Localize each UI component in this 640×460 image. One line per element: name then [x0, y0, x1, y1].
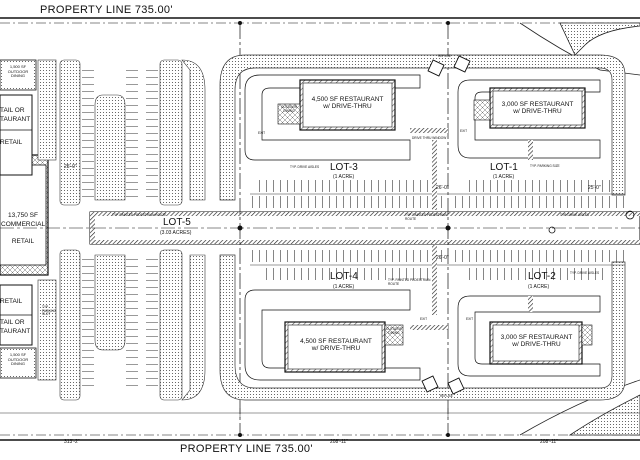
- building-lot3-line1: 4,500 SF RESTAURANT: [311, 96, 384, 103]
- property-line-bottom-label: PROPERTY LINE 735.00': [180, 443, 313, 455]
- building-lot1-label: 3,000 SF RESTAURANT w/ DRIVE-THRU: [495, 101, 580, 116]
- dimension-lines: [0, 408, 640, 418]
- outdoor-dining-top-line1: 1,500 SF: [9, 64, 27, 69]
- outdoor-dining-top-line3: DINING: [11, 73, 25, 79]
- exit-note-lot2: EXIT: [466, 317, 474, 321]
- pedestrian-route-note-south: TYP. PAINTED PEDESTRIAN ROUTE: [388, 278, 431, 286]
- exit-note-lot4: EXIT: [420, 317, 428, 321]
- tenant-bottom-line3: TAURANT: [0, 327, 31, 335]
- building-lot1-line1: 3,000 SF RESTAURANT: [501, 101, 574, 108]
- outdoor-dining-bottom-line1: 1,500 SF: [9, 352, 27, 357]
- typ-parking-slot-note: TYP. PARKING SLOT: [42, 305, 57, 317]
- refuse-enclosures: [421, 55, 471, 395]
- road-bottom-right: [568, 394, 640, 436]
- refuse-note-bottom: REFUSE: [440, 394, 453, 398]
- building-lot4-label: 4,500 SF RESTAURANT w/ DRIVE-THRU: [292, 338, 380, 353]
- outdoor-dining-top-label: 1,500 SF OUTDOOR DINING: [4, 64, 32, 79]
- exit-note-lot1: EXIT: [460, 129, 468, 133]
- aisle-dim-south: 26'-0": [436, 255, 449, 261]
- lot4-label: LOT-4: [330, 271, 358, 282]
- tenant-top-line3: RETAIL: [0, 138, 23, 146]
- lot1-area: (1 ACRE): [493, 174, 515, 180]
- parking-lot5: [59, 59, 206, 401]
- retail-building-line1: 13,750 SF: [8, 212, 38, 219]
- building-lot4-line2: w/ DRIVE-THRU: [311, 345, 361, 353]
- retail-building-label: 13,750 SF COMMERCIAL RETAIL: [1, 212, 45, 246]
- outdoor-dining-lot3-note: OUTDOOR DINING: [280, 105, 298, 113]
- radius-dim-left: 25'-0": [64, 164, 77, 170]
- property-line-top-label: PROPERTY LINE 735.00': [40, 4, 173, 16]
- building-lot3-line2: w/ DRIVE-THRU: [323, 103, 372, 111]
- typ-drive-aisles-note-south: TYP. DRIVE AISLES: [570, 271, 600, 275]
- property-lines: [0, 17, 640, 441]
- lot2-area: (1 ACRE): [528, 284, 550, 290]
- retail-building-line2: COMMERCIAL: [1, 220, 46, 228]
- road-top-right: [559, 22, 640, 56]
- tenant-bottom-line2: TAIL OR: [0, 318, 25, 326]
- building-lot3-label: 4,500 SF RESTAURANT w/ DRIVE-THRU: [305, 96, 390, 111]
- pad-area-south: [219, 254, 626, 401]
- tenant-top-line2: TAURANT: [0, 115, 31, 123]
- building-lot2-line1: 3,000 SF RESTAURANT: [500, 334, 573, 341]
- outdoor-dining-bottom-line2: OUTDOOR: [7, 356, 29, 362]
- lot5-area: (3.03 ACRES): [160, 230, 192, 236]
- width-dim-right: 208'-11": [540, 439, 558, 445]
- refuse-note-top: REFUSE: [438, 54, 451, 58]
- outdoor-dining-lot4-note: OUTDOOR DINING: [385, 327, 403, 335]
- drive-thru-window-note: DRIVE THRU WINDOW: [412, 136, 447, 140]
- aisle-dim-north: 26'-0": [436, 185, 449, 191]
- tenant-top-label: TAIL OR TAURANT RETAIL: [0, 107, 30, 147]
- lot5-label: LOT-5: [163, 217, 191, 228]
- tenant-bottom-line1: RETAIL: [0, 298, 23, 305]
- outdoor-dining-bottom-line3: DINING: [11, 361, 25, 367]
- pedestrian-route-note-west: TYP. PAINTED PEDESTRIAN ROUTE: [112, 213, 167, 217]
- pedestrian-route-note-center: TYP. PAINTED PEDESTRIAN ROUTE: [405, 213, 448, 221]
- lot3-area: (1 ACRE): [333, 174, 355, 180]
- exit-note-lot3: EXIT: [258, 131, 266, 135]
- lot4-area: (1 ACRE): [333, 284, 355, 290]
- radius-dim-right: 25'-0": [588, 185, 601, 191]
- lot1-label: LOT-1: [490, 162, 518, 173]
- building-lot2-label: 3,000 SF RESTAURANT w/ DRIVE-THRU: [494, 334, 579, 349]
- lot2-label: LOT-2: [528, 271, 556, 282]
- tenant-top-line1: TAIL OR: [0, 107, 25, 114]
- typ-drive-aisles-note: TYP. DRIVE AISLES: [290, 165, 320, 169]
- building-lot2-line2: w/ DRIVE-THRU: [512, 341, 561, 349]
- tenant-top: [0, 94, 33, 176]
- width-dim-left: 313'-2": [64, 439, 80, 445]
- typ-parking-size-note: TYP. PARKING SIZE: [530, 164, 560, 168]
- outdoor-dining-bottom-label: 1,500 SF OUTDOOR DINING: [4, 352, 32, 367]
- building-lot1-line2: w/ DRIVE-THRU: [513, 108, 562, 116]
- building-lot4-line1: 4,500 SF RESTAURANT: [300, 338, 372, 345]
- pad-area-north: [219, 54, 626, 201]
- lot3-label: LOT-3: [330, 162, 358, 173]
- typ-drive-aisles-note-east: TYP. DRIVE AISLES: [560, 213, 590, 217]
- retail-building-line3: RETAIL: [11, 237, 35, 245]
- tenant-bottom-label: RETAIL TAIL OR TAURANT: [0, 298, 30, 336]
- width-dim-mid: 208'-11": [330, 439, 348, 445]
- outdoor-dining-top-line2: OUTDOOR: [7, 68, 29, 74]
